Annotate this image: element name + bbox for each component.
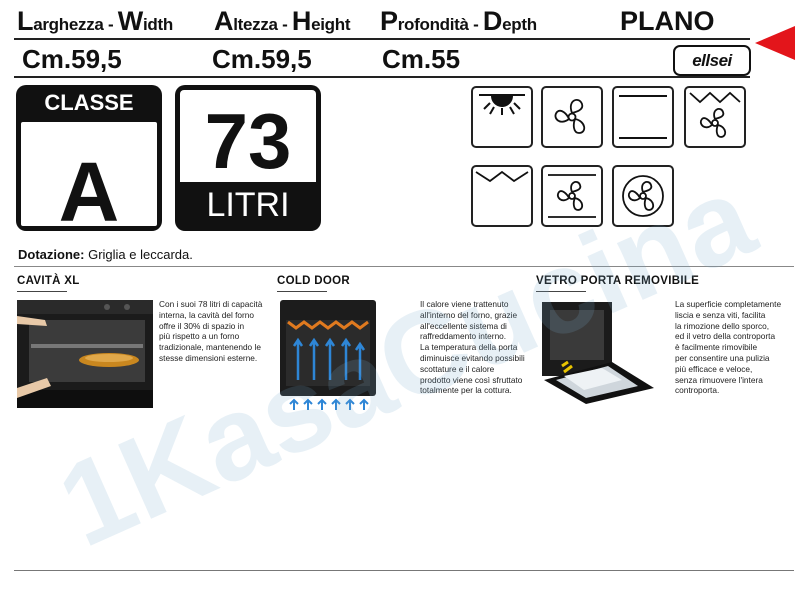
height-label: Altezza - Height xyxy=(214,6,351,36)
feature-text-cold-door: Il calore viene trattenuto all'interno d… xyxy=(420,299,525,396)
feature-underline xyxy=(17,291,67,292)
fan-grill-icon xyxy=(684,86,746,148)
capacity-unit: LITRI xyxy=(206,186,290,224)
cavity-oven-image xyxy=(17,300,153,408)
circular-fan-icon xyxy=(612,165,674,227)
width-value: Cm.59,5 xyxy=(22,44,122,74)
grill-icon xyxy=(471,86,533,148)
depth-label: Profondità - Depth xyxy=(380,6,537,36)
equipment-label: Dotazione: xyxy=(18,247,85,262)
equipment-value: Griglia e leccarda. xyxy=(88,247,193,262)
feature-title-removable-glass: VETRO PORTA REMOVIBILE xyxy=(536,275,700,287)
top-bottom-heat-icon xyxy=(612,86,674,148)
feature-title-cavity: CAVITÀ XL xyxy=(17,275,80,287)
cold-door-image xyxy=(280,300,376,412)
footer-rule xyxy=(14,570,794,571)
brand-logo: ellsei xyxy=(673,45,751,76)
width-label: Larghezza - Width xyxy=(17,6,173,36)
red-arrow-icon xyxy=(755,26,795,60)
feature-text-removable-glass: La superficie completamente liscia e sen… xyxy=(675,299,782,396)
feature-underline xyxy=(536,291,586,292)
fan-top-bottom-icon xyxy=(541,165,603,227)
height-value: Cm.59,5 xyxy=(212,44,312,74)
capacity-number: 73 xyxy=(204,97,292,185)
section-divider xyxy=(14,266,794,267)
header-rule-bottom xyxy=(14,76,750,78)
removable-glass-image xyxy=(538,300,656,404)
model-name: PLANO xyxy=(620,6,715,36)
depth-value: Cm.55 xyxy=(382,44,461,74)
fan-icon xyxy=(541,86,603,148)
feature-title-cold-door: COLD DOOR xyxy=(277,275,350,287)
equipment-line: Dotazione: Griglia e leccarda. xyxy=(18,247,193,262)
energy-class-badge: CLASSE A xyxy=(16,85,162,239)
feature-underline xyxy=(277,291,327,292)
feature-text-cavity: Con i suoi 78 litri di capacità interna,… xyxy=(159,299,263,363)
energy-class-title: CLASSE xyxy=(44,90,134,115)
bottom-heat-icon xyxy=(471,165,533,227)
header-rule-top xyxy=(14,38,750,40)
energy-class-letter: A xyxy=(58,145,120,239)
capacity-badge: 73 LITRI xyxy=(175,85,321,231)
